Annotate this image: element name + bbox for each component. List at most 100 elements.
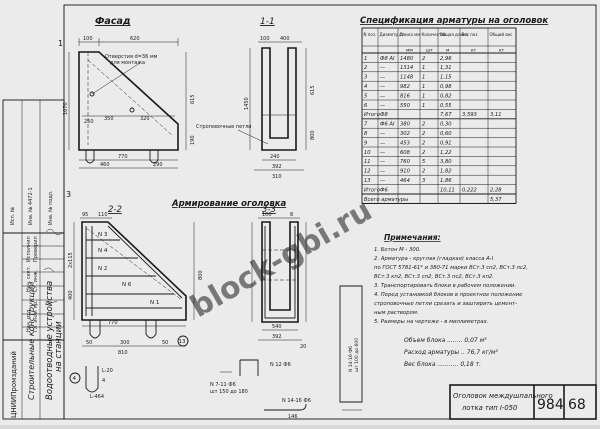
spec-unit-4: м	[446, 49, 449, 54]
spec-cell-r6-c4: 7,67	[440, 112, 452, 118]
spec-cell-r2-c4: 1,15	[440, 75, 452, 81]
spec-cell-r1-c2: 1314	[400, 65, 413, 71]
s22-dim-bottom-d: 50	[162, 340, 168, 346]
title-name-1: Оголовок междушпального	[453, 392, 553, 400]
spec-cell-r5-c2: 550	[400, 103, 411, 109]
spec-cell-r14-c6: 2,28	[490, 187, 502, 193]
note-0: 1. Бетон М - 300.	[374, 247, 421, 253]
stamp-proj-type: Строительные конструкции	[27, 282, 36, 400]
stamp-title-a: Водоотводные устройства	[45, 281, 55, 400]
spec-cell-r3-c3: 1	[422, 84, 425, 90]
spec-cell-r2-c3: 1	[422, 75, 425, 81]
spec-cell-r13-c2: 464	[400, 178, 410, 184]
note-3: ВСт.3 кп2, ВСт.3 сп2, ВСт.3 пс2, ВСт.3 к…	[374, 274, 494, 280]
spec-cell-r8-c4: 0,60	[440, 131, 452, 137]
s22-callout-circle-b	[177, 335, 189, 347]
s22-dim-d1: 95	[82, 212, 88, 218]
s11-dim-h-a: 615	[310, 85, 316, 95]
stamp-row-5: Проверил	[33, 236, 39, 262]
note-1: 2. Арматура - круглая (гладкая) класса А…	[374, 256, 494, 262]
spec-cell-r14-c5: 0,222	[462, 187, 477, 193]
spec-cell-r2-c1: —	[380, 75, 385, 81]
s33-outline	[261, 221, 299, 323]
detail-a-label-b: L-20	[102, 368, 113, 374]
stamp-label-2: Инв. № подл.	[48, 190, 54, 225]
s22-mark-0: N 3	[98, 232, 108, 238]
spec-cell-r1-c0: 2	[364, 65, 367, 71]
facade-dim-top-b: 620	[130, 36, 140, 42]
spec-cell-r3-c0: 4	[364, 84, 367, 90]
facade-dim-mid-b: 350	[104, 116, 114, 122]
s22-dim-bottom-e: 810	[118, 350, 128, 356]
spec-cell-r12-c0: 12	[364, 169, 371, 175]
spec-cell-r15-c0: Всего арматуры	[364, 197, 408, 203]
s33-dim-top-b: 8	[290, 212, 293, 218]
s22-dim-d2: 110	[98, 212, 108, 218]
facade-view: Фасад 100 620 1070 1 Отверстия d=36 мм д…	[58, 16, 196, 169]
facade-dim-mid-c: 320	[140, 116, 150, 122]
spec-cell-r3-c1: —	[380, 84, 385, 90]
side-stamp: ЦНИИПромзданий Строительные конструкции …	[2, 99, 65, 420]
spec-cell-r0-c2: 1480	[400, 56, 414, 62]
note-8: 5. Размеры на чертеже - в миллиметрах.	[374, 319, 489, 325]
detail-c-label-a: N 14-16 Ф6	[348, 346, 354, 372]
facade-dim-left-a: 1070	[63, 102, 69, 115]
spec-cell-r13-c0: 13	[364, 178, 371, 184]
stamp-title-b: на станции	[54, 321, 64, 372]
s11-dim-h-b: 800	[310, 130, 316, 140]
facade-title: Фасад	[95, 16, 131, 27]
s22-dim-bottom-a: 770	[108, 320, 118, 326]
detail-a: L-20 L-464 4	[85, 366, 113, 400]
spec-header-0: N поз.	[364, 32, 377, 37]
title-sheet-no: 68	[568, 397, 586, 413]
s11-dim-top-a: 100	[260, 36, 270, 42]
stamp-org: ЦНИИПромзданий	[10, 351, 18, 418]
spec-cell-r0-c3: 2	[422, 56, 425, 62]
spec-cell-r11-c3: 5	[422, 159, 426, 165]
section-3-3-view: 3-3 100 8 540 392 20	[251, 205, 306, 350]
s11-note-loops: Строповочные петли	[196, 124, 252, 130]
spec-cell-r0-c1: Ф8 АI	[380, 56, 395, 62]
spec-header-3: Количество	[422, 32, 447, 37]
s22-dim-bottom-b: 50	[86, 340, 92, 346]
spec-cell-r5-c0: 6	[364, 103, 368, 109]
spec-cell-r13-c4: 1,86	[440, 178, 452, 184]
stamp-row-2: Нач. сект.	[26, 265, 32, 292]
spec-cell-r14-c1: Ф6	[380, 187, 388, 193]
spec-cell-r13-c1: —	[380, 178, 385, 184]
facade-dim-mid-a: 250	[84, 119, 94, 125]
spec-cell-r8-c1: —	[380, 131, 385, 137]
spec-cell-r10-c2: 608	[400, 150, 411, 156]
detail-c: N 14-16 Ф6 шт 100 до 600	[339, 285, 363, 411]
section-2-2-view: 2-2 3 95 110 N 3 N 4 N 2 N 6 N 1 2x115 4…	[66, 190, 204, 384]
s22-dim-d3: 2x115	[68, 252, 74, 268]
spec-cell-r6-c0: Итого	[364, 112, 380, 118]
spec-header-2: Длина мм	[400, 32, 421, 37]
spec-cell-r5-c1: —	[380, 103, 385, 109]
spec-cell-r9-c1: —	[380, 140, 385, 146]
title-block: Оголовок междушпального лотка тип I-050 …	[449, 384, 597, 420]
note-4: 3. Транспортировать блоки в рабочем поло…	[374, 283, 516, 289]
spec-cell-r0-c4: 2,96	[440, 56, 452, 62]
spec-cell-r9-c2: 453	[400, 140, 410, 146]
section-3-3-title: 3-3	[262, 205, 276, 215]
stamp-row-0: Нач. отд.	[26, 308, 32, 332]
s33-rebar	[264, 226, 296, 319]
watermark-text: block-gbi.ru	[185, 193, 379, 325]
spec-cell-r10-c4: 1,22	[440, 150, 452, 156]
note-2: по ГОСТ 5781-61* и 380-71 марки ВСт.3 сп…	[374, 265, 528, 271]
spec-cell-r4-c2: 816	[400, 93, 411, 99]
facade-dim-bottom-b: 460	[100, 162, 110, 168]
spec-unit-3: шт	[426, 49, 433, 54]
s22-dim-d5: 400	[68, 290, 74, 300]
spec-cell-r2-c2: 1148	[400, 75, 414, 81]
detail-b-bar-l	[264, 403, 307, 411]
spec-cell-r8-c3: 2	[422, 131, 425, 137]
section-1-1-title: 1-1	[260, 17, 275, 27]
spec-cell-r6-c1: Ф8	[380, 112, 388, 118]
spec-header-6: Общий вес	[490, 32, 513, 37]
spec-unit-6: кг	[499, 49, 505, 54]
detail-b-label-d: N 14-16 Ф6	[282, 398, 311, 404]
spec-cell-r9-c3: 2	[422, 140, 425, 146]
spec-cell-r12-c2: 910	[400, 169, 411, 175]
